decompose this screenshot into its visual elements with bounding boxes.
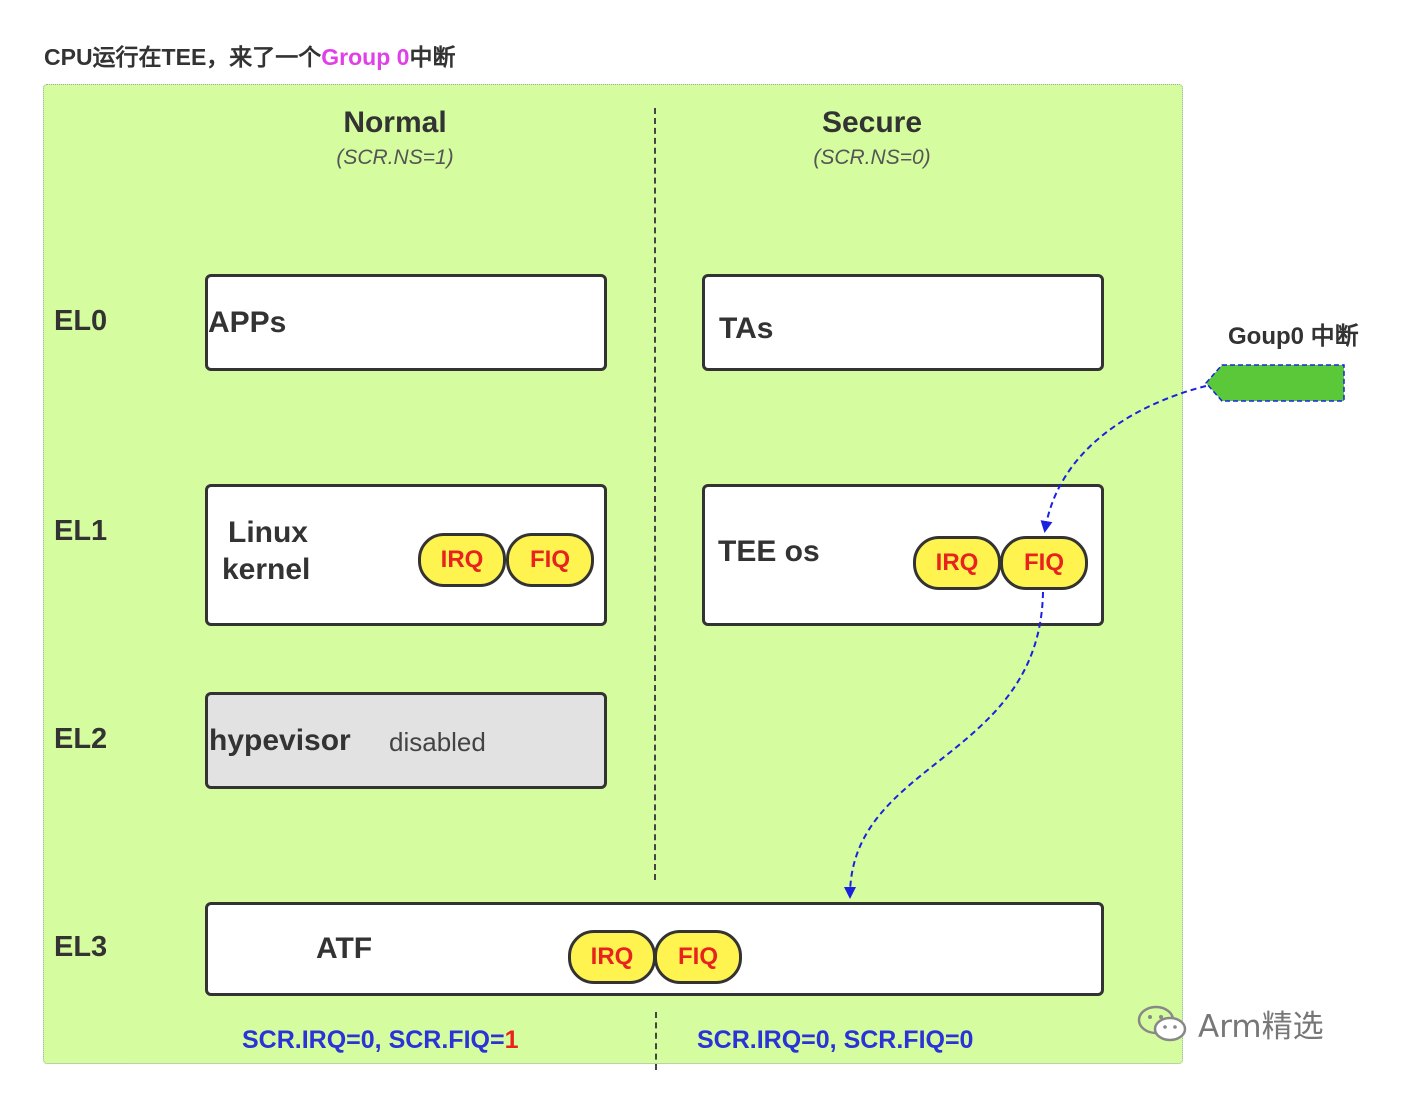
apps-label: APPs xyxy=(208,306,287,339)
interrupt-source-tag xyxy=(1204,364,1345,402)
watermark: Arm精选 xyxy=(1134,1000,1344,1046)
el1-label: EL1 xyxy=(54,515,108,547)
linux-irq-pill: IRQ xyxy=(418,533,506,587)
world-divider-top xyxy=(654,108,656,880)
linux-label-line1: Linux xyxy=(228,516,308,549)
fiq-arrow-to-atf xyxy=(844,591,1044,899)
hypervisor-disabled-label: disabled xyxy=(389,727,486,757)
tas-label: TAs xyxy=(719,312,774,345)
normal-world-title: Normal xyxy=(343,106,447,139)
tee-fiq-pill: FIQ xyxy=(1000,536,1088,590)
title-highlight: Group 0 xyxy=(321,44,410,70)
interrupt-source-label: Goup0 中断 xyxy=(1228,323,1359,350)
atf-label: ATF xyxy=(316,932,373,965)
tee-irq-pill: IRQ xyxy=(913,536,1001,590)
normal-scr-config: SCR.IRQ=0, SCR.FIQ=1 xyxy=(242,1026,519,1054)
normal-scr-fiq-value: 1 xyxy=(504,1026,519,1054)
diagram-title: CPU运行在TEE，来了一个Group 0中断 xyxy=(44,44,456,70)
normal-world-scr-ns: (SCR.NS=1) xyxy=(336,146,454,169)
hypervisor-box xyxy=(205,692,607,789)
el0-label: EL0 xyxy=(54,305,108,337)
linux-label-line2: kernel xyxy=(222,553,311,586)
tee-os-label: TEE os xyxy=(718,535,820,568)
secure-scr-config: SCR.IRQ=0, SCR.FIQ=0 xyxy=(697,1026,974,1054)
interrupt-arrow-to-tee-fiq xyxy=(1040,385,1207,533)
wechat-icon xyxy=(1137,1005,1187,1042)
apps-box xyxy=(205,274,607,371)
watermark-text: Arm精选 xyxy=(1198,1008,1324,1045)
hypervisor-label: hypevisor xyxy=(209,724,351,757)
world-divider-bottom xyxy=(655,1012,657,1070)
atf-irq-pill: IRQ xyxy=(568,930,656,984)
secure-world-scr-ns: (SCR.NS=0) xyxy=(813,146,931,169)
secure-world-title: Secure xyxy=(821,106,923,139)
linux-fiq-pill: FIQ xyxy=(506,533,594,587)
tas-box xyxy=(702,274,1104,371)
el3-label: EL3 xyxy=(54,931,108,963)
atf-fiq-pill: FIQ xyxy=(654,930,742,984)
el2-label: EL2 xyxy=(54,723,108,755)
